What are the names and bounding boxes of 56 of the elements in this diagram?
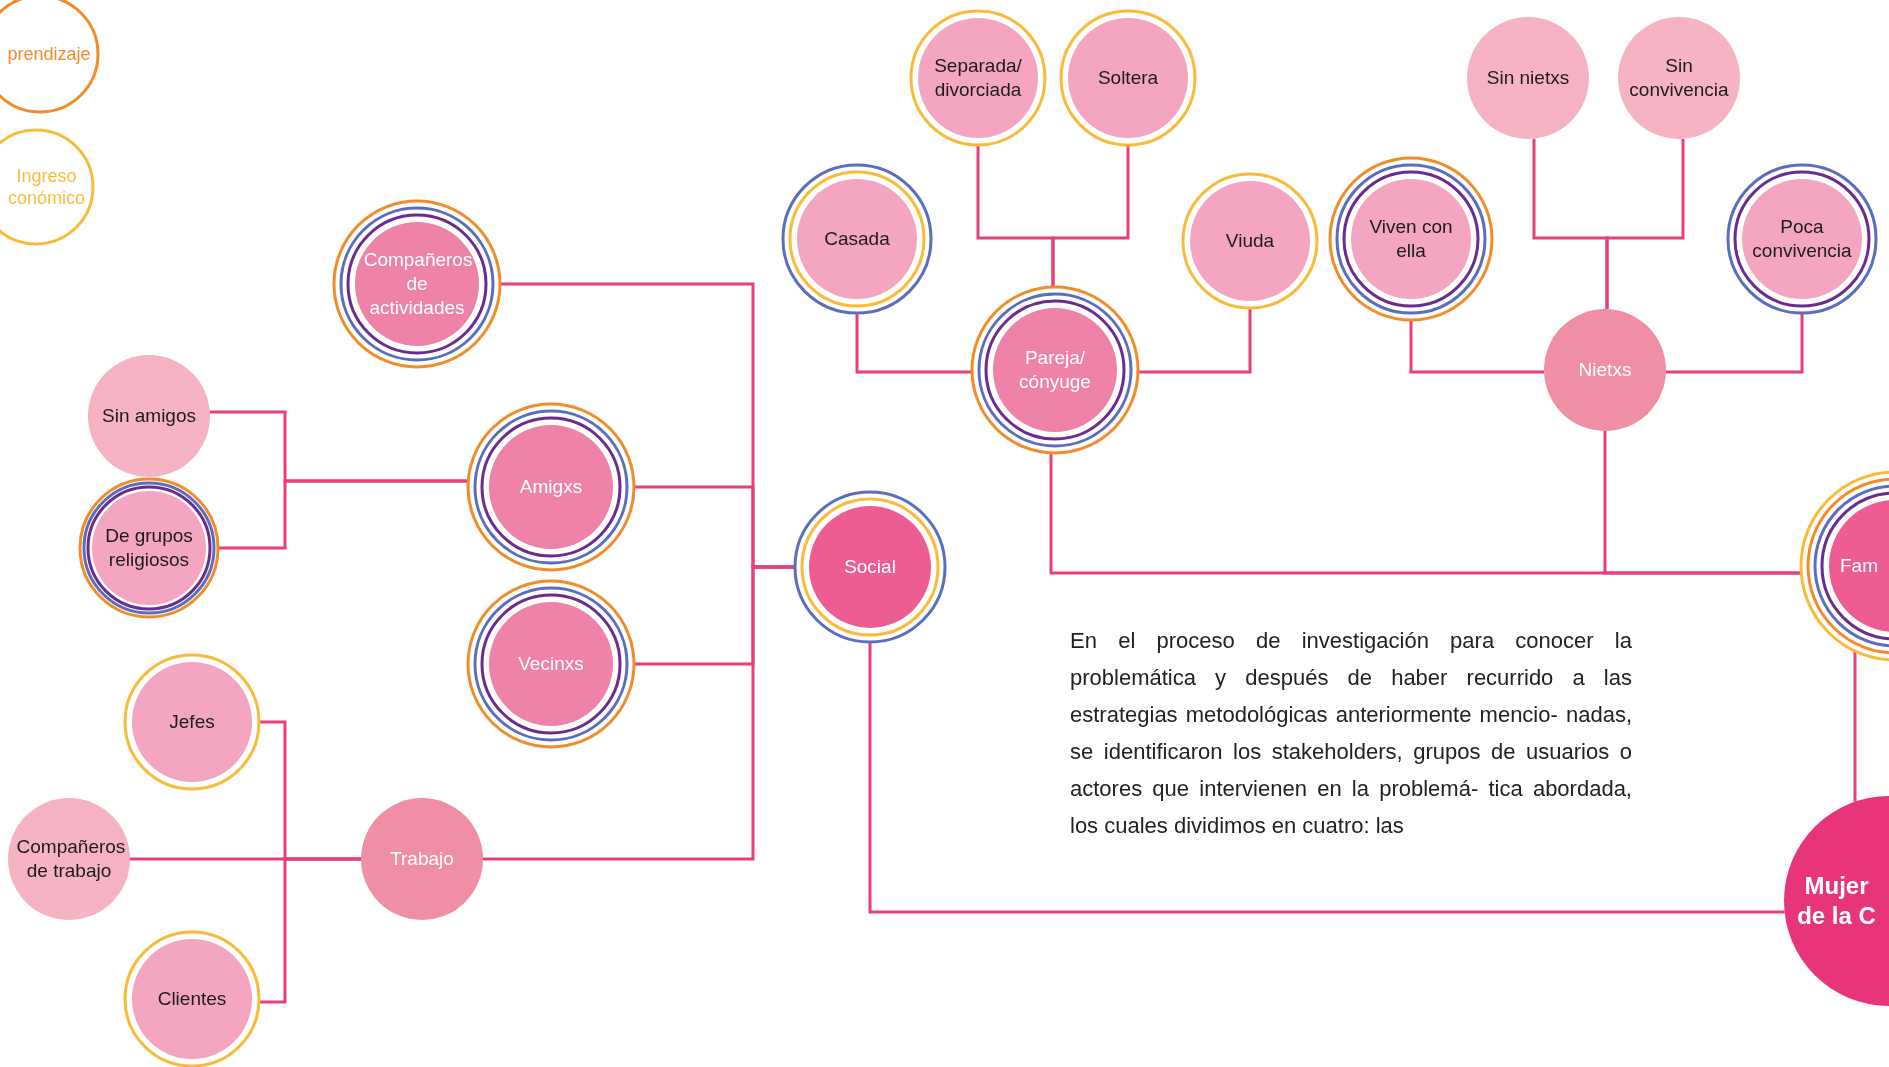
circle-node xyxy=(359,796,485,922)
node-label: Vecinxs xyxy=(517,652,585,676)
circle-node xyxy=(1181,172,1319,310)
node-label: prendizaje xyxy=(6,42,92,66)
node-label: De grupos religiosos xyxy=(104,524,194,572)
circle-node xyxy=(78,477,220,619)
node-label: Viuda xyxy=(1224,229,1276,253)
connector-line xyxy=(218,479,469,550)
circle-node xyxy=(332,199,502,369)
node-label: Casada xyxy=(823,227,891,251)
circle-node xyxy=(6,796,132,922)
connector-line xyxy=(1665,313,1804,374)
connector-line xyxy=(1853,651,1857,802)
connector-line xyxy=(1409,320,1545,374)
circle-node xyxy=(1542,307,1668,433)
node-label: Sin amigos xyxy=(101,404,197,428)
node-label: Social xyxy=(843,555,897,579)
node-label: Sin nietxs xyxy=(1485,66,1571,90)
circle-node xyxy=(123,653,261,791)
node-label: Jefes xyxy=(168,710,216,734)
circle-node xyxy=(909,9,1047,147)
circle-node xyxy=(781,163,933,315)
connector-line xyxy=(1051,145,1130,287)
circle-node xyxy=(466,579,636,749)
circle-node xyxy=(1616,15,1742,141)
connector-line xyxy=(258,857,361,1004)
circle-node xyxy=(970,285,1140,455)
body-paragraph: En el proceso de investigación para conocer la problemática y después de haber recurrido a las estrategias metodológicas anteriormente mencio- nadas, se identificaron los stakeholders, grupos de usuarios o actores que intervienen en la problemá- tica abordada, los cuales dividimos en cuatro: las xyxy=(1070,627,1632,840)
connector-line xyxy=(1605,138,1685,310)
circle-node xyxy=(793,490,947,644)
connector-line xyxy=(1603,431,1802,575)
node-label: Compañeros de actividades xyxy=(362,248,474,320)
node-label: Poca convivencia xyxy=(1751,215,1853,263)
circle-node xyxy=(1726,163,1878,315)
circle-node xyxy=(86,353,212,479)
circle-node xyxy=(1328,156,1494,322)
node-label: Mujer de la C xyxy=(1796,871,1877,931)
node-label: Compañeros de trabajo xyxy=(15,835,126,883)
node-label: Viven con ella xyxy=(1368,215,1454,263)
circle-node xyxy=(1059,9,1197,147)
node-label: Trabajo xyxy=(389,847,455,871)
node-label: Separada/ divorciada xyxy=(933,54,1023,102)
connector-line xyxy=(868,642,1785,914)
node-label: Ingreso conómico xyxy=(6,164,86,210)
node-label: Nietxs xyxy=(1577,358,1633,382)
connector-line xyxy=(855,313,972,374)
node-label: Soltera xyxy=(1096,66,1160,90)
node-label: Pareja/ cónyuge xyxy=(1018,346,1092,394)
circle-node xyxy=(1465,15,1591,141)
node-label: Fam xyxy=(1839,554,1879,578)
connector-line xyxy=(1138,308,1252,374)
node-label: Sin convivencia xyxy=(1628,54,1730,102)
node-label: Amigxs xyxy=(518,475,584,499)
circle-node xyxy=(466,402,636,572)
connector-line xyxy=(483,565,795,861)
node-label: Clientes xyxy=(156,987,228,1011)
